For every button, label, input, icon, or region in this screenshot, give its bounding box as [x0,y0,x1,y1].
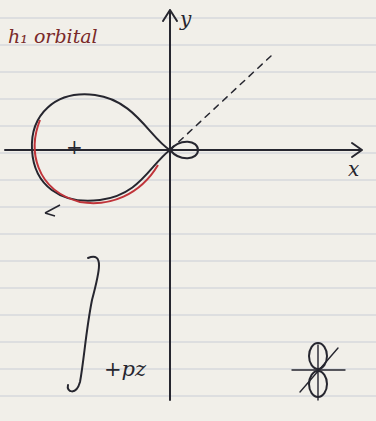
pz-lobe [309,371,327,397]
orbital-term: +pz [104,358,146,381]
axis-label: x [348,158,359,180]
y-axis [163,10,177,400]
large-lobe [32,94,170,200]
direction-mark [45,205,60,216]
axis-label: y [180,8,191,30]
integral-bracket [68,257,99,392]
pz-lobe [309,343,327,369]
ruled-lines [0,18,376,396]
x-axis [5,143,362,157]
small-lobe [170,142,198,159]
red-outline [35,120,158,203]
orbital-title: h₁ orbital [8,26,98,47]
sign-label: + [66,136,83,158]
dashed-axis [170,55,272,150]
pz-axes [292,345,345,400]
